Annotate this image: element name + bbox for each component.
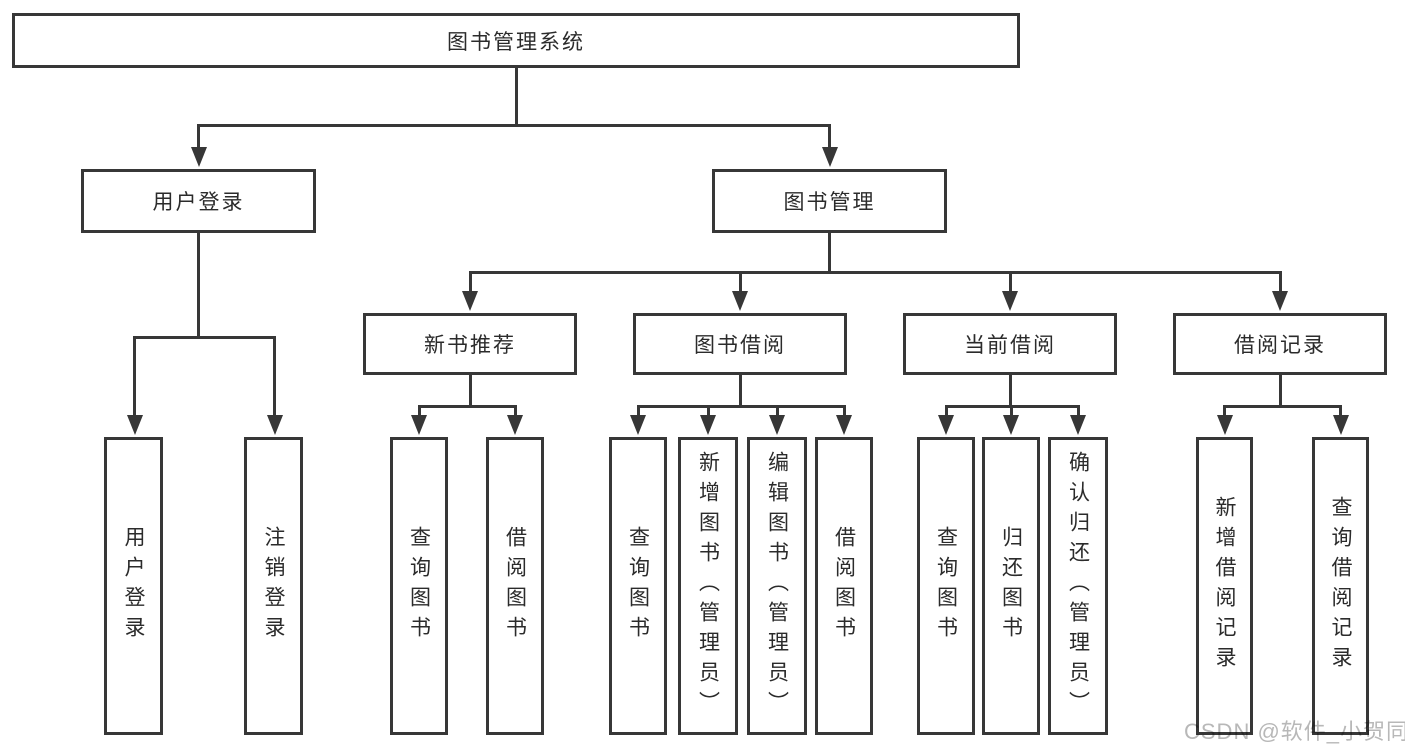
arrowhead-down-icon — [1003, 415, 1019, 435]
connector-bar — [468, 271, 1282, 274]
arrowhead-down-icon — [1332, 415, 1349, 435]
arrowhead-down-icon — [266, 415, 283, 435]
arrowhead-down-icon — [411, 415, 427, 435]
connector-stem — [515, 68, 518, 127]
arrowhead-down-icon — [1216, 415, 1233, 435]
connector-arrow-shaft — [273, 336, 276, 417]
arrowhead-down-icon — [732, 291, 748, 311]
connector-arrow-shaft — [944, 405, 948, 417]
node-label: 借阅图书 — [503, 526, 527, 646]
arrowhead-down-icon — [507, 415, 523, 435]
connector-arrow-shaft — [513, 405, 517, 417]
node-label: 借阅图书 — [832, 526, 856, 646]
connector-bar — [417, 405, 517, 408]
connector-arrow-shaft — [1008, 271, 1012, 293]
arrowhead-down-icon — [462, 291, 478, 311]
connector-bar — [636, 405, 846, 408]
node-book-management-branch: 图书管理 — [712, 169, 947, 233]
node-label: 新增图书（管理员） — [696, 451, 720, 721]
arrowhead-down-icon — [836, 415, 852, 435]
arrowhead-down-icon — [190, 147, 207, 167]
connector-stem — [828, 233, 831, 274]
node-label: 用户登录 — [122, 526, 146, 646]
arrowhead-down-icon — [1002, 291, 1018, 311]
leaf-current-confirm-return-admin: 确认归还（管理员） — [1048, 437, 1108, 735]
arrowhead-down-icon — [1272, 291, 1288, 311]
node-label: 图书管理 — [783, 191, 876, 214]
node-label: 图书借阅 — [694, 334, 786, 357]
connector-arrow-shaft — [828, 124, 831, 149]
connector-stem — [197, 233, 200, 339]
node-label: 查询借阅记录 — [1329, 496, 1353, 676]
node-current-borrowing: 当前借阅 — [903, 313, 1117, 375]
node-user-login-branch: 用户登录 — [81, 169, 316, 233]
node-label: 编辑图书（管理员） — [765, 451, 789, 721]
node-label: 用户登录 — [152, 191, 245, 214]
node-label: 确认归还（管理员） — [1066, 451, 1090, 721]
node-label: 新书推荐 — [424, 334, 516, 357]
leaf-borrowing-edit-books-admin: 编辑图书（管理员） — [747, 437, 807, 735]
connector-arrow-shaft — [775, 405, 779, 417]
node-library-management-system: 图书管理系统 — [12, 13, 1020, 68]
leaf-borrowing-query-books: 查询图书 — [609, 437, 667, 735]
connector-arrow-shaft — [738, 271, 742, 293]
leaf-borrowing-add-books-admin: 新增图书（管理员） — [678, 437, 738, 735]
connector-arrow-shaft — [468, 271, 472, 293]
node-borrowing-records: 借阅记录 — [1173, 313, 1387, 375]
node-label: 查询图书 — [626, 526, 650, 646]
connector-arrow-shaft — [636, 405, 640, 417]
arrowhead-down-icon — [938, 415, 954, 435]
node-label: 当前借阅 — [964, 334, 1056, 357]
leaf-borrowing-borrow-books: 借阅图书 — [815, 437, 873, 735]
node-label: 查询图书 — [934, 526, 958, 646]
node-label: 新增借阅记录 — [1213, 496, 1237, 676]
node-label: 注销登录 — [262, 526, 286, 646]
connector-stem — [1008, 375, 1012, 408]
leaf-newbooks-query-books: 查询图书 — [390, 437, 448, 735]
connector-arrow-shaft — [1278, 271, 1282, 293]
connector-bar — [1223, 405, 1342, 408]
connector-arrow-shaft — [1009, 405, 1013, 417]
node-label: 查询图书 — [407, 526, 431, 646]
connector-arrow-shaft — [706, 405, 710, 417]
connector-stem — [468, 375, 472, 408]
arrowhead-down-icon — [700, 415, 716, 435]
arrowhead-down-icon — [126, 415, 143, 435]
leaf-records-query-record: 查询借阅记录 — [1312, 437, 1369, 735]
leaf-newbooks-borrow-books: 借阅图书 — [486, 437, 544, 735]
connector-arrow-shaft — [1223, 405, 1226, 417]
connector-arrow-shaft — [133, 336, 136, 417]
arrowhead-down-icon — [630, 415, 646, 435]
leaf-current-return-books: 归还图书 — [982, 437, 1040, 735]
connector-arrow-shaft — [842, 405, 846, 417]
connector-arrow-shaft — [197, 124, 200, 149]
node-label: 借阅记录 — [1234, 334, 1326, 357]
connector-arrow-shaft — [1076, 405, 1080, 417]
leaf-logout: 注销登录 — [244, 437, 303, 735]
arrowhead-down-icon — [769, 415, 785, 435]
node-label: 图书管理系统 — [447, 30, 585, 54]
arrowhead-down-icon — [1070, 415, 1086, 435]
connector-arrow-shaft — [1339, 405, 1342, 417]
connector-arrow-shaft — [417, 405, 421, 417]
leaf-records-add-record: 新增借阅记录 — [1196, 437, 1253, 735]
leaf-current-query-books: 查询图书 — [917, 437, 975, 735]
node-new-book-recommendation: 新书推荐 — [363, 313, 577, 375]
node-label: 归还图书 — [999, 526, 1023, 646]
connector-stem — [1278, 375, 1282, 408]
connector-bar — [197, 124, 831, 127]
csdn-watermark: CSDN @软件_小贺同学 — [1184, 719, 1405, 744]
arrowhead-down-icon — [821, 147, 838, 167]
connector-stem — [738, 375, 742, 408]
node-book-borrowing: 图书借阅 — [633, 313, 847, 375]
leaf-user-login: 用户登录 — [104, 437, 163, 735]
connector-bar — [133, 336, 275, 339]
